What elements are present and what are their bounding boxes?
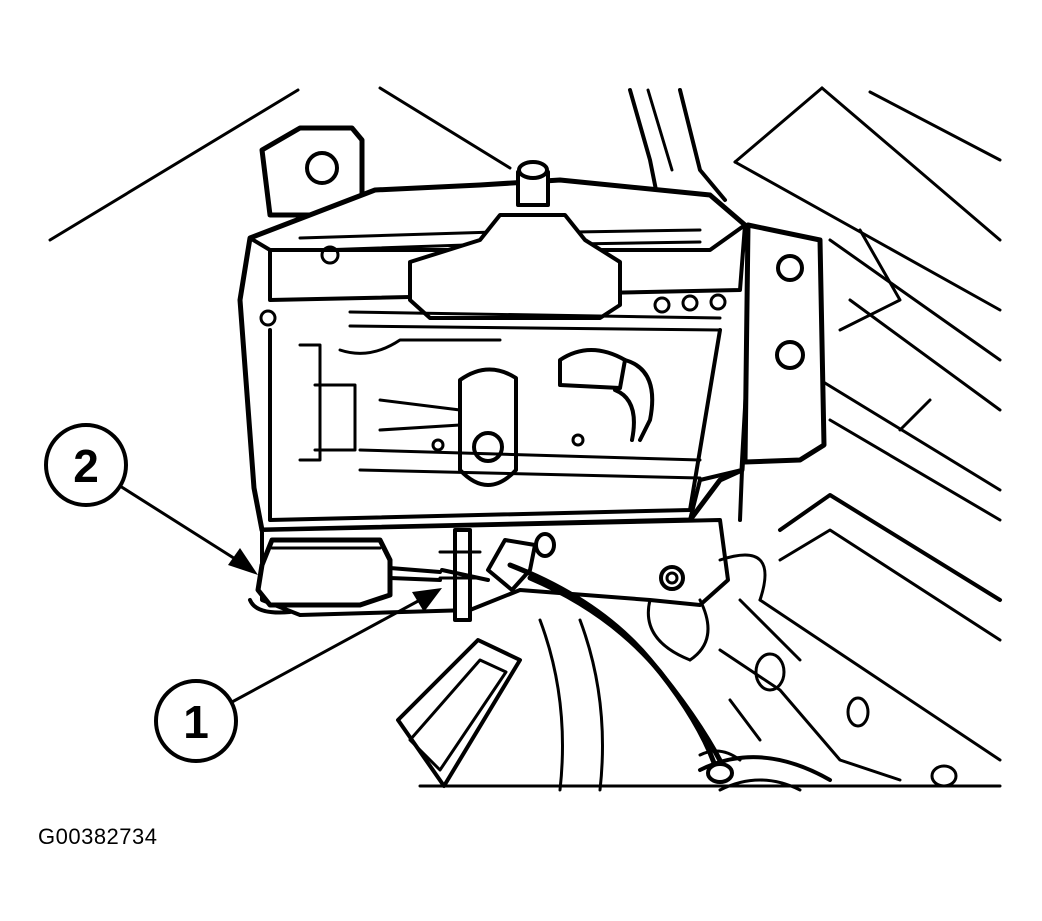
callout-1-label: 1 <box>183 696 209 748</box>
callout-2-arrowhead <box>228 548 258 575</box>
callout-1-leader <box>230 598 422 704</box>
figure-id: G00382734 <box>38 824 158 849</box>
callout-2-leader <box>118 484 242 564</box>
wire-harness-clip <box>438 528 742 784</box>
electrical-connector <box>248 537 442 615</box>
callout-2-circle <box>44 423 128 507</box>
callout-2-label: 2 <box>73 440 99 492</box>
callout-1-circle <box>154 679 238 763</box>
background-structure <box>48 86 1002 792</box>
callout-1-arrowhead <box>412 588 442 612</box>
callout-2: 2 <box>44 423 258 575</box>
callout-1: 1 <box>154 588 442 763</box>
module-assembly <box>237 125 827 662</box>
